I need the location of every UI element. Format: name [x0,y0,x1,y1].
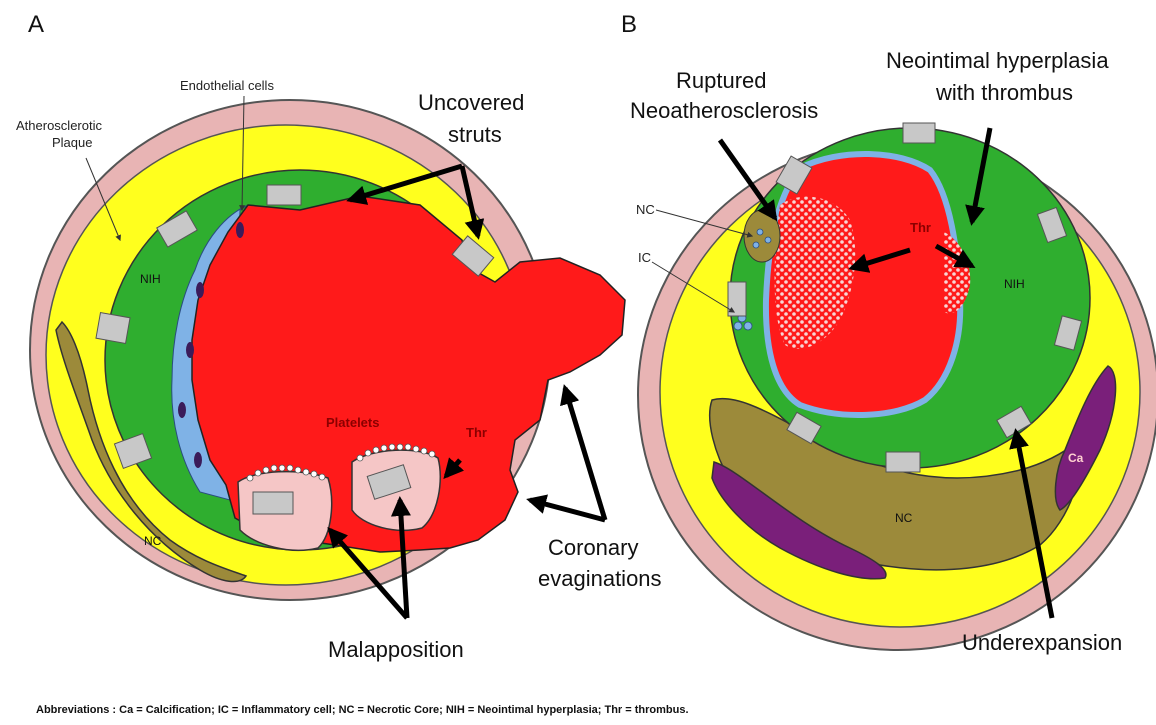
panel-b-ca-label: Ca [1068,451,1084,465]
panel-b-neointimal-label-1: Neointimal hyperplasia [886,48,1109,73]
panel-b: B Rupture [621,11,1156,655]
panel-a-nih-label: NIH [140,272,161,286]
panel-a-nc-label: NC [144,534,162,548]
panel-a-coronary-label-1: Coronary [548,535,638,560]
panel-a-platelets-label: Platelets [326,415,379,430]
abbreviations-footnote: Abbreviations : Ca = Calcification; IC =… [36,704,689,716]
panel-b-ruptured-label-2: Neoatherosclerosis [630,98,818,123]
panel-a: A [16,11,662,662]
panel-a-endothelial-label: Endothelial cells [180,78,274,93]
panel-b-ruptured-label-1: Ruptured [676,68,767,93]
panel-a-plaque-label-1: Atherosclerotic [16,118,102,133]
panel-b-letter: B [621,11,637,38]
panel-b-thr-label: Thr [910,220,931,235]
panel-a-uncovered-label-2: struts [448,122,502,147]
panel-a-coronary-label-2: evaginations [538,566,662,591]
panel-a-plaque-label-2: Plaque [52,135,92,150]
panel-a-letter: A [28,11,44,38]
panel-a-strut [253,492,293,514]
panel-b-nih-label: NIH [1004,277,1025,291]
panel-b-ic-label: IC [638,250,651,265]
panel-b-nc-small-label: NC [636,202,655,217]
panel-b-underexpansion-label: Underexpansion [962,630,1122,655]
panel-a-uncovered-label-1: Uncovered [418,90,524,115]
panel-a-thr-label: Thr [466,425,487,440]
panel-b-neointimal-label-2: with thrombus [935,80,1073,105]
panel-b-nc-label: NC [895,511,913,525]
panel-a-malapposition-label: Malapposition [328,637,464,662]
